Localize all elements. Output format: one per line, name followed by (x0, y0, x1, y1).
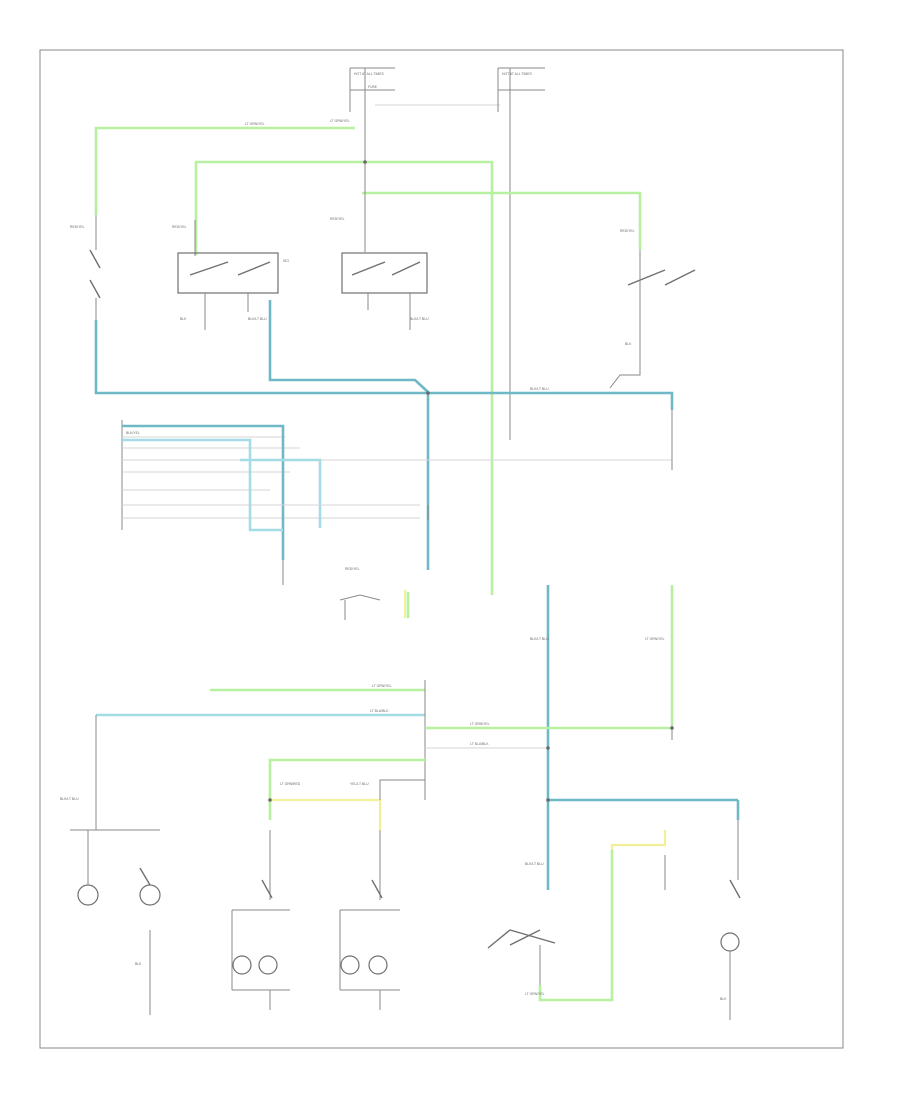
svg-text:BLK: BLK (720, 997, 727, 1001)
right-courtesy-lamp-switch (341, 252, 428, 330)
wire-blk-lt-blu-main: BLK/LT BLU (94, 300, 674, 570)
svg-text:BLK/LT BLU: BLK/LT BLU (60, 797, 79, 801)
svg-text:LT BLU/BLK: LT BLU/BLK (470, 742, 489, 746)
courtesy-lamp-switch (89, 215, 101, 320)
left-front-door-lamp (70, 715, 161, 1015)
svg-text:LT GRN/YEL: LT GRN/YEL (525, 992, 545, 996)
svg-text:LT BLU/BLK: LT BLU/BLK (370, 709, 389, 713)
svg-text:BLK/YEL: BLK/YEL (126, 431, 140, 435)
svg-text:LT GRN/YEL: LT GRN/YEL (330, 119, 350, 123)
svg-text:BLK/LT BLU: BLK/LT BLU (248, 317, 267, 321)
svg-text:RED/YEL: RED/YEL (172, 225, 187, 229)
svg-text:LT GRN/YEL: LT GRN/YEL (470, 722, 490, 726)
svg-text:ISO: ISO (283, 259, 289, 263)
courtesy-lamp (339, 830, 400, 1010)
svg-text:LT GRN/YEL: LT GRN/YEL (372, 684, 392, 688)
svg-text:LT GRN/YEL: LT GRN/YEL (245, 122, 265, 126)
svg-text:BLK: BLK (625, 342, 632, 346)
svg-text:FUSE: FUSE (368, 85, 378, 89)
dome-lamp (664, 820, 741, 1020)
svg-text:LT GRN/RED: LT GRN/RED (280, 782, 301, 786)
module-connector: BLK/YEL (121, 420, 672, 530)
svg-text:BLK/LT BLU: BLK/LT BLU (410, 317, 429, 321)
svg-text:LT GRN/YEL: LT GRN/YEL (645, 637, 665, 641)
svg-text:HOT AT ALL TIMES: HOT AT ALL TIMES (502, 72, 533, 76)
svg-text:YEL/LT BLU: YEL/LT BLU (350, 782, 369, 786)
svg-text:RED/YEL: RED/YEL (620, 229, 635, 233)
splice-points (268, 160, 674, 802)
svg-text:BLK: BLK (135, 962, 142, 966)
wire-lt-grn-top: LT GRN/YEL (94, 122, 642, 595)
fuse-panel-left: HOT AT ALL TIMES FUSE (349, 67, 500, 135)
svg-text:BLK: BLK (180, 317, 187, 321)
svg-text:HOT AT ALL TIMES: HOT AT ALL TIMES (354, 72, 385, 76)
front-door-switch (627, 250, 696, 340)
fuse-panel-right: HOT AT ALL TIMES (497, 67, 545, 440)
rear-courtesy-lamp (487, 850, 614, 1002)
svg-text:RED/YEL: RED/YEL (330, 217, 345, 221)
wire-color-labels: LT GRN/YEL RED/YEL RED/YEL RED/YEL RED/Y… (60, 119, 727, 1001)
wire-lt-grn-lower: LT GRN/YEL LT BLU/BLK (96, 680, 672, 830)
svg-text:RED/YEL: RED/YEL (70, 225, 85, 229)
svg-text:RED/YEL: RED/YEL (345, 567, 360, 571)
right-front-door-lamp (231, 830, 290, 1010)
svg-text:BLK/LT BLU: BLK/LT BLU (530, 637, 549, 641)
svg-text:BLK/LT BLU: BLK/LT BLU (530, 387, 549, 391)
svg-text:BLK/LT BLU: BLK/LT BLU (525, 862, 544, 866)
diagram-frame (39, 49, 844, 1049)
splice-connector-center: RED/YEL (339, 567, 410, 620)
left-courtesy-lamp-switch: ISO (177, 252, 289, 330)
